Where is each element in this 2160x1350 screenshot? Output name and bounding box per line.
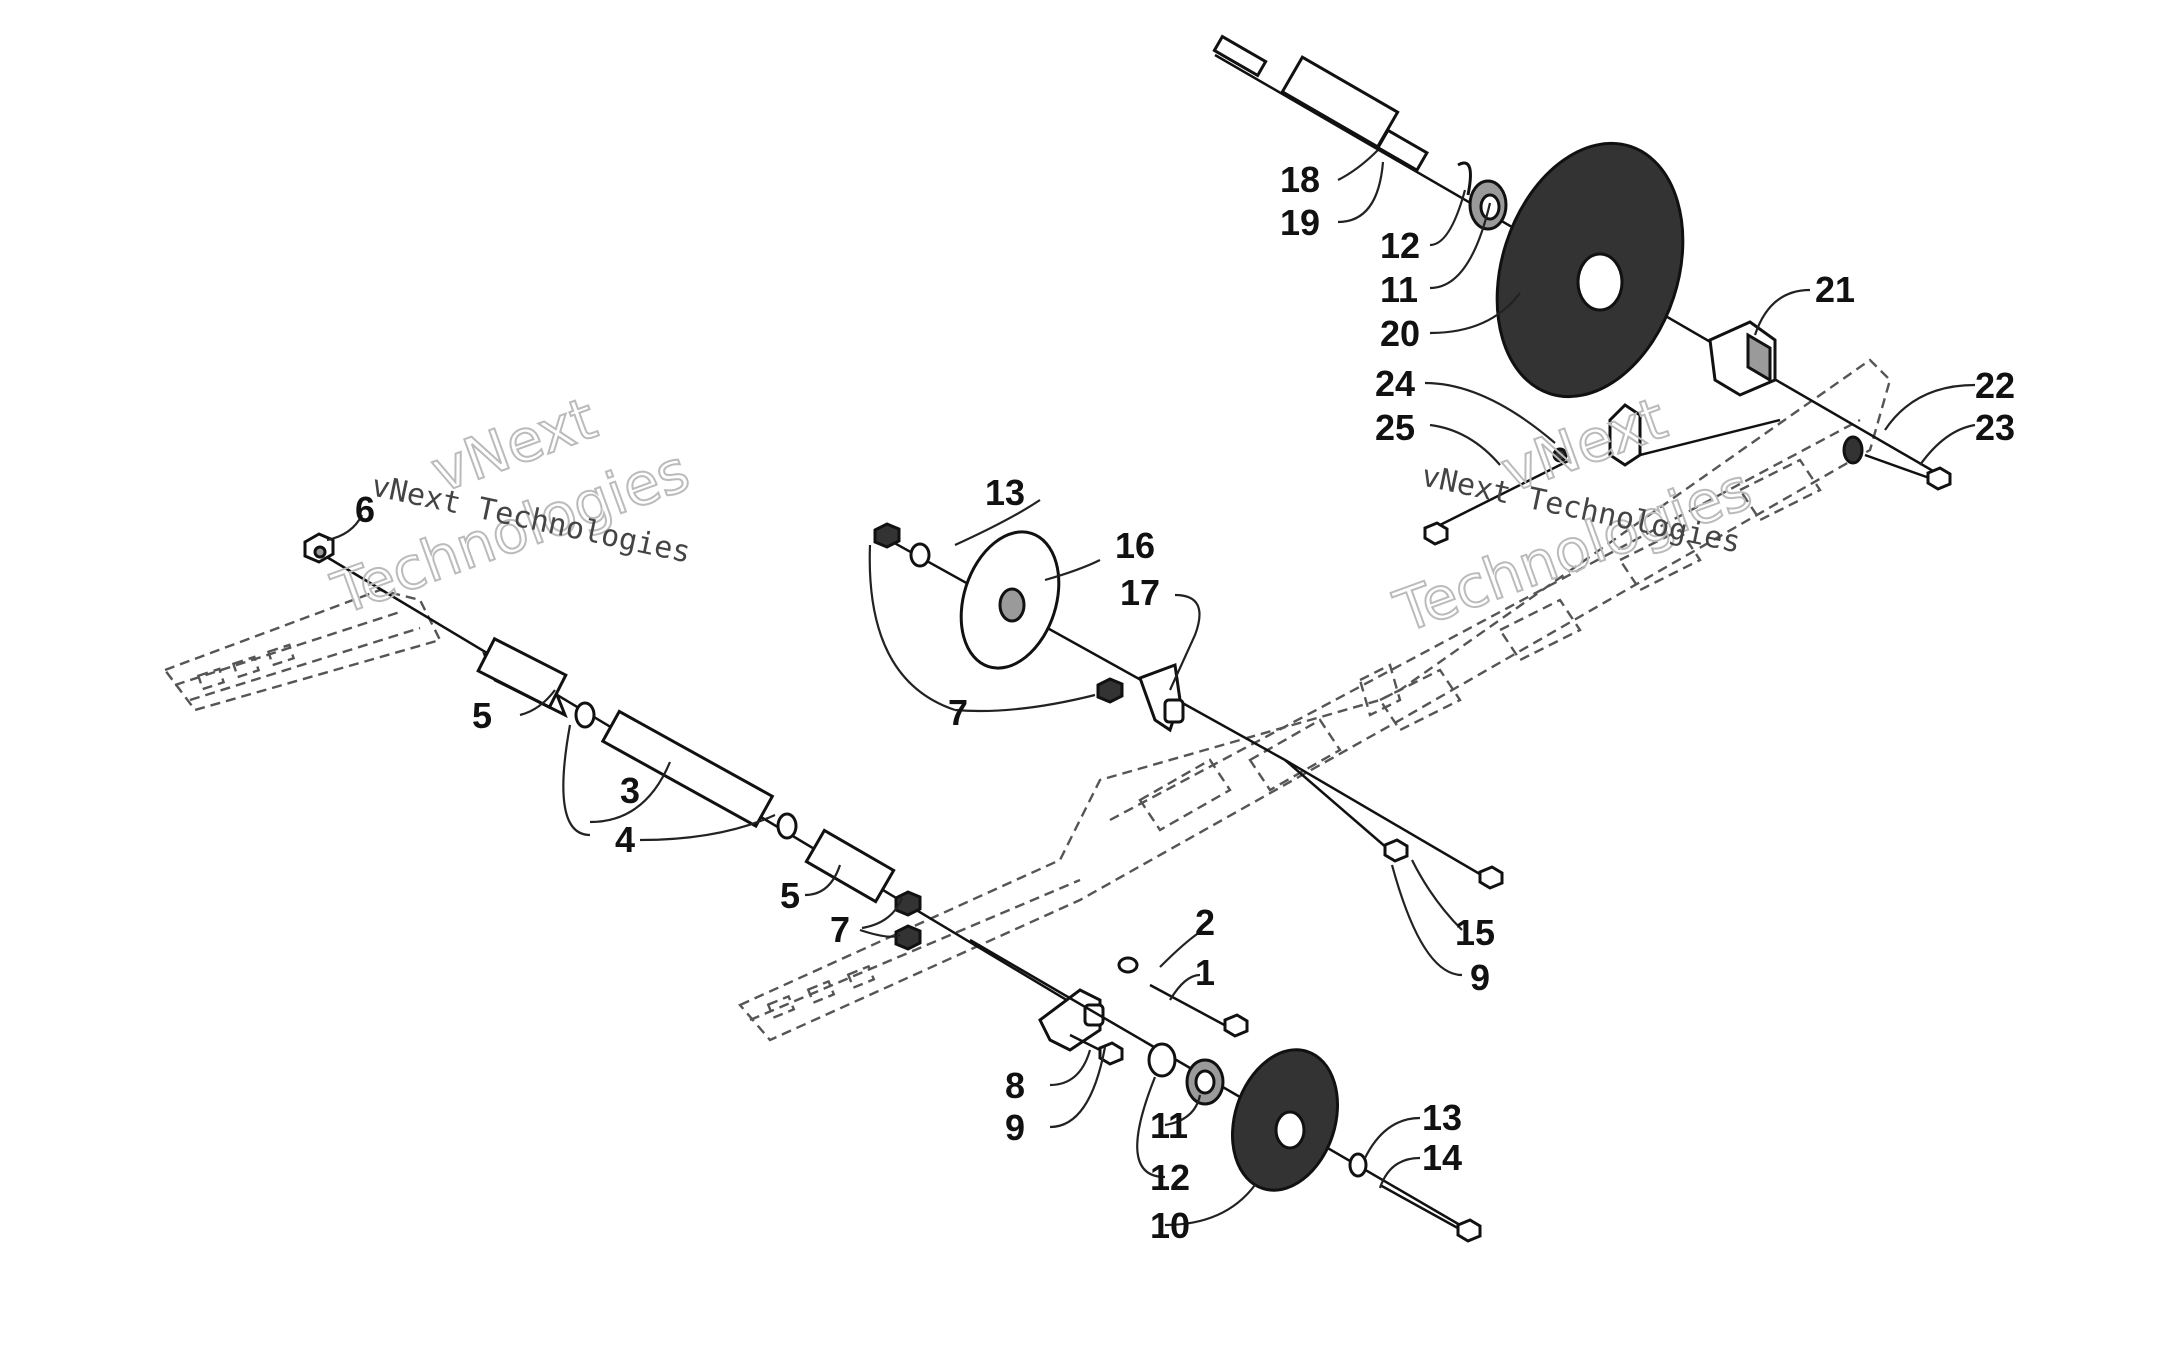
part-25-adjuster-bolt xyxy=(1423,458,1571,546)
callout-18: 18 xyxy=(1280,159,1320,200)
part-4-ring-upper xyxy=(574,701,596,729)
callout-21: 21 xyxy=(1815,269,1855,310)
callout-25: 25 xyxy=(1375,407,1415,448)
part-12-snapring-lower xyxy=(1147,1042,1177,1078)
part-5-spacer-lower xyxy=(804,828,896,904)
callout-5-lower: 5 xyxy=(780,875,800,916)
part-20-idler-wheel-large xyxy=(1495,141,1685,399)
part-7-nut-upper xyxy=(873,522,901,549)
callout-15: 15 xyxy=(1455,912,1495,953)
part-9-bolt-middle xyxy=(1284,759,1409,863)
callout-17: 17 xyxy=(1120,572,1160,613)
part-11-bearing-upper xyxy=(1468,179,1508,231)
part-21-hub xyxy=(1708,320,1777,397)
callout-9-middle: 9 xyxy=(1470,957,1490,998)
part-9-bolt-lower xyxy=(1069,1033,1124,1066)
part-6-nut xyxy=(303,532,335,564)
callout-8: 8 xyxy=(1005,1065,1025,1106)
callout-3: 3 xyxy=(620,770,640,811)
part-13-washer-lower xyxy=(1348,1152,1368,1178)
part-4-ring-lower xyxy=(776,812,798,840)
callout-13-upper: 13 xyxy=(985,472,1025,513)
callout-16: 16 xyxy=(1115,525,1155,566)
callout-23: 23 xyxy=(1975,407,2015,448)
callout-5-upper: 5 xyxy=(472,695,492,736)
callout-2: 2 xyxy=(1195,902,1215,943)
part-13-washer-upper xyxy=(909,542,931,568)
part-16-wheel xyxy=(959,530,1061,670)
callout-7-left: 7 xyxy=(830,909,850,950)
callout-24: 24 xyxy=(1375,363,1415,404)
part-10-idler-wheel-small xyxy=(1230,1048,1340,1192)
watermark-left: vNext Technologies vNext Technologies xyxy=(322,383,698,629)
callout-19: 19 xyxy=(1280,202,1320,243)
callout-1: 1 xyxy=(1195,952,1215,993)
callout-10: 10 xyxy=(1150,1205,1190,1246)
callout-labels: 6 5 3 4 5 7 13 16 17 7 2 1 8 9 11 12 10 … xyxy=(355,159,2015,1246)
part-19-sleeve xyxy=(1375,128,1429,173)
middle-wheel-axis xyxy=(879,533,1286,762)
watermark-right: vNext Technologies vNext Technologies xyxy=(1385,383,1761,647)
part-1-bolt xyxy=(1149,983,1249,1038)
callout-13-lower: 13 xyxy=(1422,1097,1462,1138)
part-11-bearing-lower xyxy=(1185,1058,1225,1106)
callout-11-upper: 11 xyxy=(1380,269,1418,310)
leader-lines xyxy=(326,149,1976,1227)
part-15-bolt xyxy=(1284,758,1504,890)
callout-11-lower: 11 xyxy=(1150,1105,1188,1146)
right-slide-rail xyxy=(738,358,1892,1042)
part-23-bolt xyxy=(1864,453,1952,491)
part-17-bracket xyxy=(1138,662,1185,733)
part-3-tube xyxy=(600,709,775,829)
callout-9-lower: 9 xyxy=(1005,1107,1025,1148)
callout-12-upper: 12 xyxy=(1380,225,1420,266)
callout-6: 6 xyxy=(355,489,375,530)
part-7-nut-mid xyxy=(1096,677,1124,704)
callout-14: 14 xyxy=(1422,1137,1462,1178)
callout-12-lower: 12 xyxy=(1150,1157,1190,1198)
part-12-snapring-upper xyxy=(1457,161,1472,196)
part-14-bolt xyxy=(1379,1183,1482,1243)
callout-7-middle: 7 xyxy=(948,692,968,733)
callout-4: 4 xyxy=(615,819,635,860)
part-2-washer xyxy=(1117,956,1139,974)
part-22-washer xyxy=(1842,435,1864,465)
callout-20: 20 xyxy=(1380,313,1420,354)
part-24-adjuster-block xyxy=(1552,403,1781,467)
part-7-nuts-left xyxy=(894,890,922,951)
callout-22: 22 xyxy=(1975,365,2015,406)
part-18-shaft xyxy=(1212,34,1400,149)
